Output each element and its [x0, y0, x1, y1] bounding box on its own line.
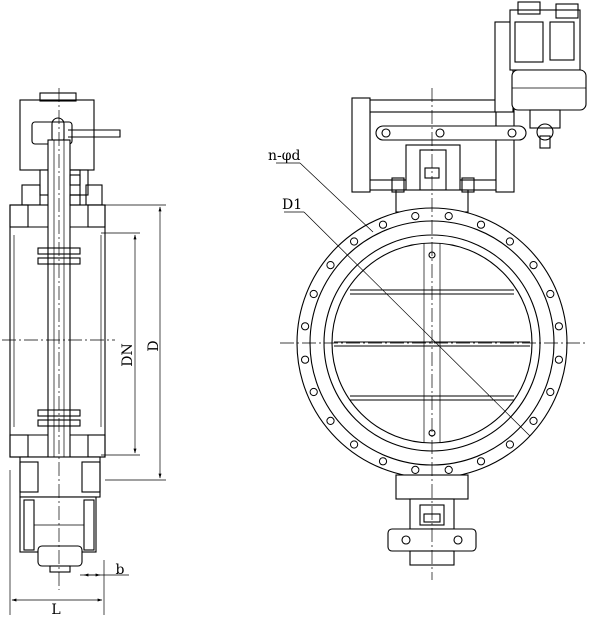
side-bottom-housing — [19, 496, 97, 553]
label-hole-spec: n-φd — [268, 148, 301, 164]
bolt-hole — [326, 416, 335, 425]
bolt-hole — [529, 261, 538, 270]
actuator-lever — [375, 125, 527, 141]
bolt-hole — [546, 387, 555, 397]
bolt-hole — [444, 212, 453, 221]
bolt-hole — [309, 387, 318, 397]
bolt-hole — [350, 237, 359, 246]
side-lever — [68, 129, 121, 138]
bolt-hole — [554, 355, 564, 364]
bolt-hole — [378, 220, 388, 229]
electric-actuator — [494, 1, 587, 149]
bolt-hole — [505, 237, 514, 246]
bolt-hole — [444, 465, 453, 474]
label-bolt-circle: D1 — [282, 197, 302, 213]
bolt-hole — [476, 220, 486, 229]
bolt-hole — [411, 465, 420, 474]
bolt-hole — [301, 355, 310, 364]
bolt-hole — [505, 440, 514, 449]
bolt-hole — [476, 457, 486, 466]
dim-label-l: L — [51, 602, 60, 618]
bolt-hole — [350, 440, 359, 449]
bolt-hole — [411, 212, 420, 221]
bolt-hole — [378, 457, 388, 466]
front-leaders — [276, 162, 531, 437]
dim-label-b: b — [116, 562, 125, 578]
bolt-hole — [546, 289, 555, 299]
bolt-hole — [309, 289, 318, 299]
front-view — [280, 1, 587, 580]
dim-label-d: D — [146, 340, 162, 351]
bolt-hole — [554, 322, 564, 331]
flange-bolt-holes — [301, 212, 564, 474]
bolt-hole — [326, 261, 335, 270]
bolt-hole — [301, 322, 310, 331]
dim-label-dn: DN — [120, 343, 136, 366]
side-view — [2, 88, 121, 590]
side-dimensions — [9, 204, 166, 615]
bolt-hole — [529, 416, 538, 425]
